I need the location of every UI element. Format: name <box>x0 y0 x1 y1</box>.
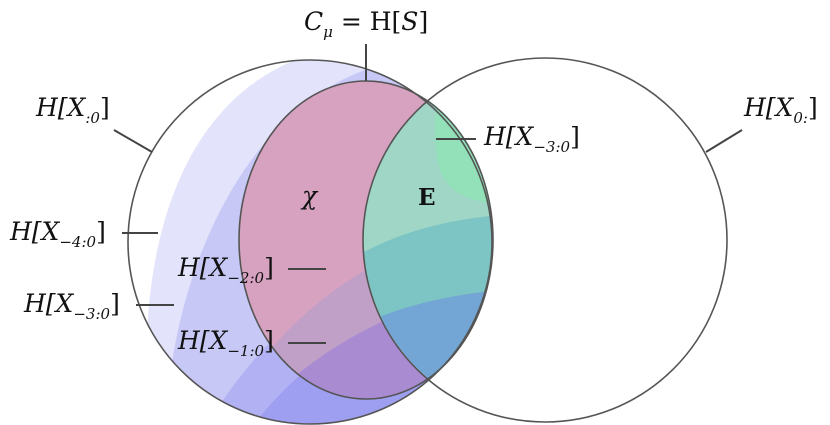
past-circle <box>127 59 493 425</box>
label-crypticity: χ <box>300 181 319 210</box>
label-past-1: H[X−1:0] <box>177 326 274 360</box>
label-past-2: H[X−2:0] <box>177 253 274 287</box>
label-excess-entropy: E <box>418 184 436 211</box>
label-past-3-right: H[X−3:0] <box>483 122 580 156</box>
label-past: H[X:0] <box>35 93 110 127</box>
label-future: H[X0:] <box>743 93 818 127</box>
label-past-4: H[X−4:0] <box>9 217 106 251</box>
future-circle <box>362 57 728 423</box>
leader-past <box>113 129 153 153</box>
leader-future <box>705 129 743 153</box>
label-statistical-complexity: Cμ = H[S] <box>304 7 428 41</box>
label-past-3-left: H[X−3:0] <box>23 289 120 323</box>
